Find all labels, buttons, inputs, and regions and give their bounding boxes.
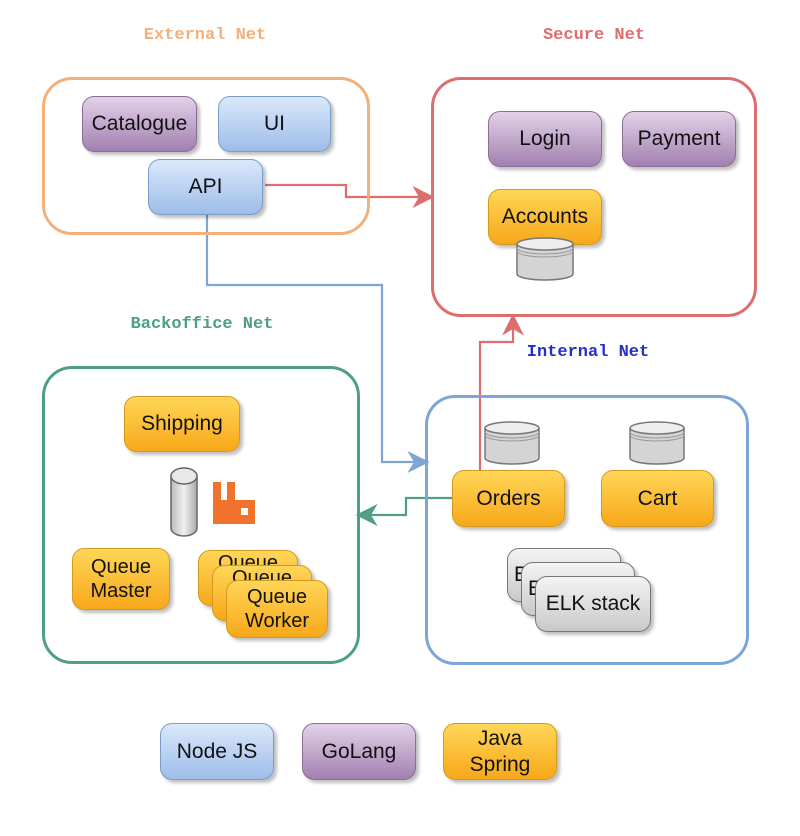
queue-worker-service[interactable]: Queue Worker [226,580,328,638]
cart-service[interactable]: Cart [601,470,714,527]
api-to-secure-connector [265,183,435,208]
catalogue-service[interactable]: Catalogue [82,96,197,152]
ui-service[interactable]: UI [218,96,331,152]
backoffice-net-label: Backoffice Net [130,315,274,334]
orders-to-secure-connector [478,313,524,475]
legend-java-spring: Java Spring [443,723,557,780]
elk-stack-service[interactable]: ELK stack [535,576,651,632]
queue-cylinder-icon [170,467,198,537]
orders-database-icon [484,421,540,465]
backoffice-net-group [42,366,360,664]
secure-net-label: Secure Net [542,26,646,45]
legend-golang: GoLang [302,723,416,780]
legend-nodejs: Node JS [160,723,274,780]
rabbitmq-logo-icon [213,482,255,524]
api-to-internal-connector [205,215,430,473]
login-service[interactable]: Login [488,111,602,167]
external-net-label: External Net [143,26,267,45]
orders-to-backoffice-connector [355,496,452,526]
shipping-service[interactable]: Shipping [124,396,240,452]
secure-net-group [431,77,757,317]
orders-service[interactable]: Orders [452,470,565,527]
cart-database-icon [629,421,685,465]
accounts-database-icon [516,237,574,281]
internal-net-label: Internal Net [526,343,650,362]
external-net-group [42,77,370,235]
payment-service[interactable]: Payment [622,111,736,167]
queue-master-service[interactable]: Queue Master [72,548,170,610]
accounts-service[interactable]: Accounts [488,189,602,245]
internal-net-group [425,395,749,665]
api-service[interactable]: API [148,159,263,215]
